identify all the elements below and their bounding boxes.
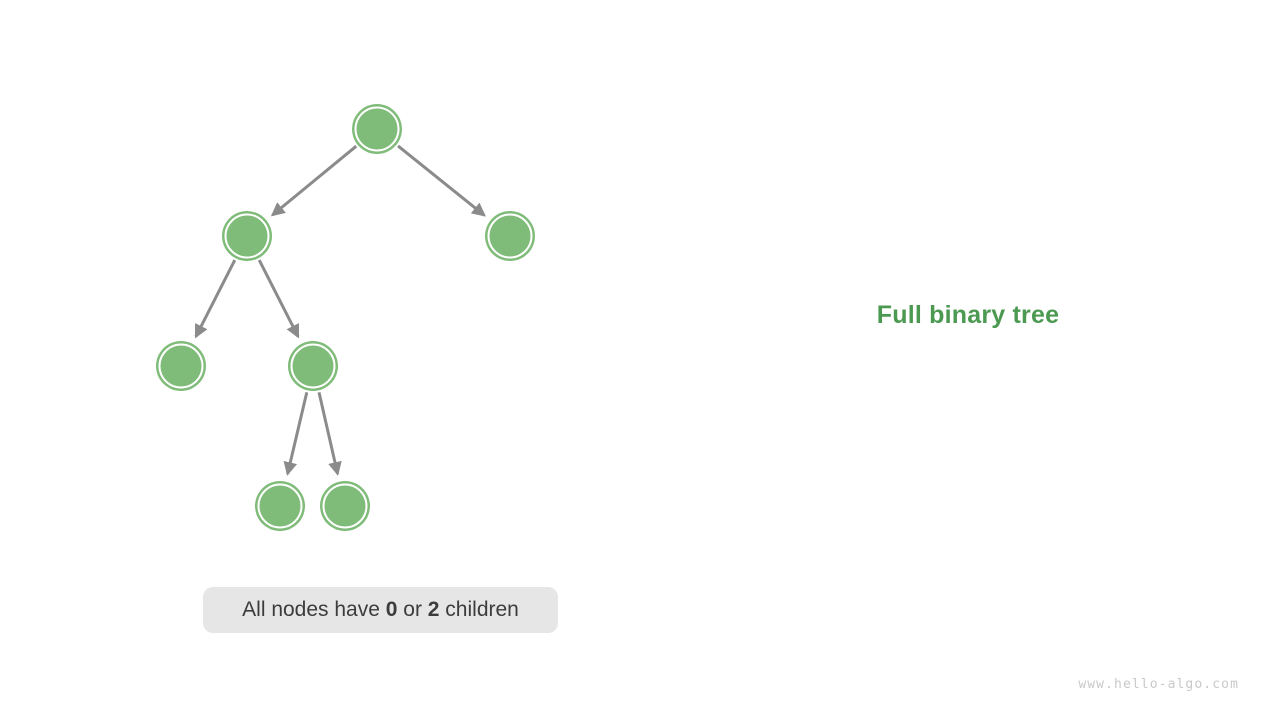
- caption-plain-text: or: [397, 598, 428, 621]
- tree-node-L: [222, 211, 272, 261]
- diagram-title: Full binary tree: [876, 301, 1060, 329]
- tree-edge-LR-LRR: [317, 391, 342, 476]
- node-inner-ring: [354, 106, 400, 152]
- tree-edge-L-LR: [257, 259, 300, 339]
- node-inner-ring: [257, 483, 303, 529]
- caption-text: All nodes have 0 or 2 children: [242, 598, 519, 622]
- node-circle: [352, 104, 402, 154]
- node-circle: [485, 211, 535, 261]
- node-circle: [288, 341, 338, 391]
- caption-plain-text: children: [439, 598, 519, 621]
- tree-edge-root-R: [397, 144, 486, 217]
- node-inner-ring: [224, 213, 270, 259]
- tree-node-root: [352, 104, 402, 154]
- node-inner-ring: [290, 343, 336, 389]
- tree-node-R: [485, 211, 535, 261]
- node-inner-ring: [322, 483, 368, 529]
- node-inner-ring: [158, 343, 204, 389]
- tree-node-LRL: [255, 481, 305, 531]
- tree-edge-L-LL: [194, 259, 237, 339]
- caption-bold-text: 2: [427, 598, 440, 621]
- caption-box: All nodes have 0 or 2 children: [203, 587, 558, 633]
- tree-node-LR: [288, 341, 338, 391]
- node-circle: [320, 481, 370, 531]
- tree-edge-root-L: [270, 145, 358, 217]
- caption-bold-text: 0: [385, 598, 398, 621]
- node-inner-ring: [487, 213, 533, 259]
- tree-edge-LR-LRL: [283, 391, 309, 476]
- caption-plain-text: All nodes have: [242, 598, 386, 621]
- tree-node-LRR: [320, 481, 370, 531]
- node-circle: [222, 211, 272, 261]
- watermark-url: www.hello-algo.com: [1078, 677, 1239, 692]
- tree-node-LL: [156, 341, 206, 391]
- node-circle: [156, 341, 206, 391]
- node-circle: [255, 481, 305, 531]
